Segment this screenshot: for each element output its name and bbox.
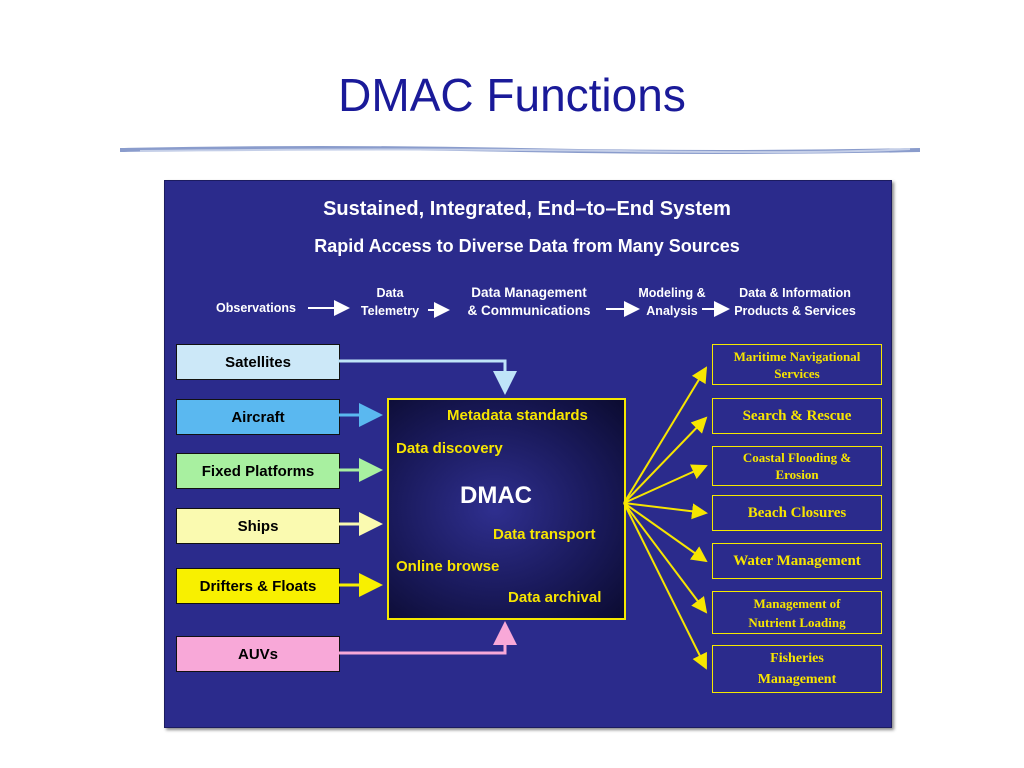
arrow-satellites — [338, 359, 517, 395]
dmac-function-discovery: Data discovery — [396, 440, 503, 457]
dmac-core-box — [387, 398, 626, 620]
source-fixed-platforms: Fixed Platforms — [176, 453, 340, 489]
output-fan-arrows — [623, 366, 708, 670]
output-water-management: Water Management — [712, 543, 882, 579]
source-satellites: Satellites — [176, 344, 340, 380]
dmac-function-archival: Data archival — [508, 589, 602, 606]
output-beach-closures: Beach Closures — [712, 495, 882, 531]
arrow-auvs — [338, 621, 517, 655]
source-drifters-floats: Drifters & Floats — [176, 568, 340, 604]
dmac-label: DMAC — [460, 482, 532, 509]
dmac-function-browse: Online browse — [396, 558, 500, 575]
source-ships: Ships — [176, 508, 340, 544]
title-divider — [120, 146, 920, 154]
source-auvs: AUVs — [176, 636, 340, 672]
panel-heading: Sustained, Integrated, End–to–End System — [323, 198, 731, 220]
panel-subheading: Rapid Access to Diverse Data from Many S… — [314, 236, 740, 256]
flow-step-data-management: Data Management& Communications — [467, 285, 591, 318]
dmac-function-transport: Data transport — [493, 526, 596, 543]
flow-arrows — [308, 300, 730, 318]
output-coastal-flooding: Coastal Flooding &Erosion — [712, 446, 882, 486]
dmac-function-metadata: Metadata standards — [447, 407, 588, 424]
source-aircraft: Aircraft — [176, 399, 340, 435]
output-search-rescue: Search & Rescue — [712, 398, 882, 434]
flow-step-modeling: Modeling &Analysis — [638, 286, 706, 318]
slide-title: DMAC Functions — [338, 69, 686, 121]
flow-step-observations: Observations — [216, 301, 296, 315]
